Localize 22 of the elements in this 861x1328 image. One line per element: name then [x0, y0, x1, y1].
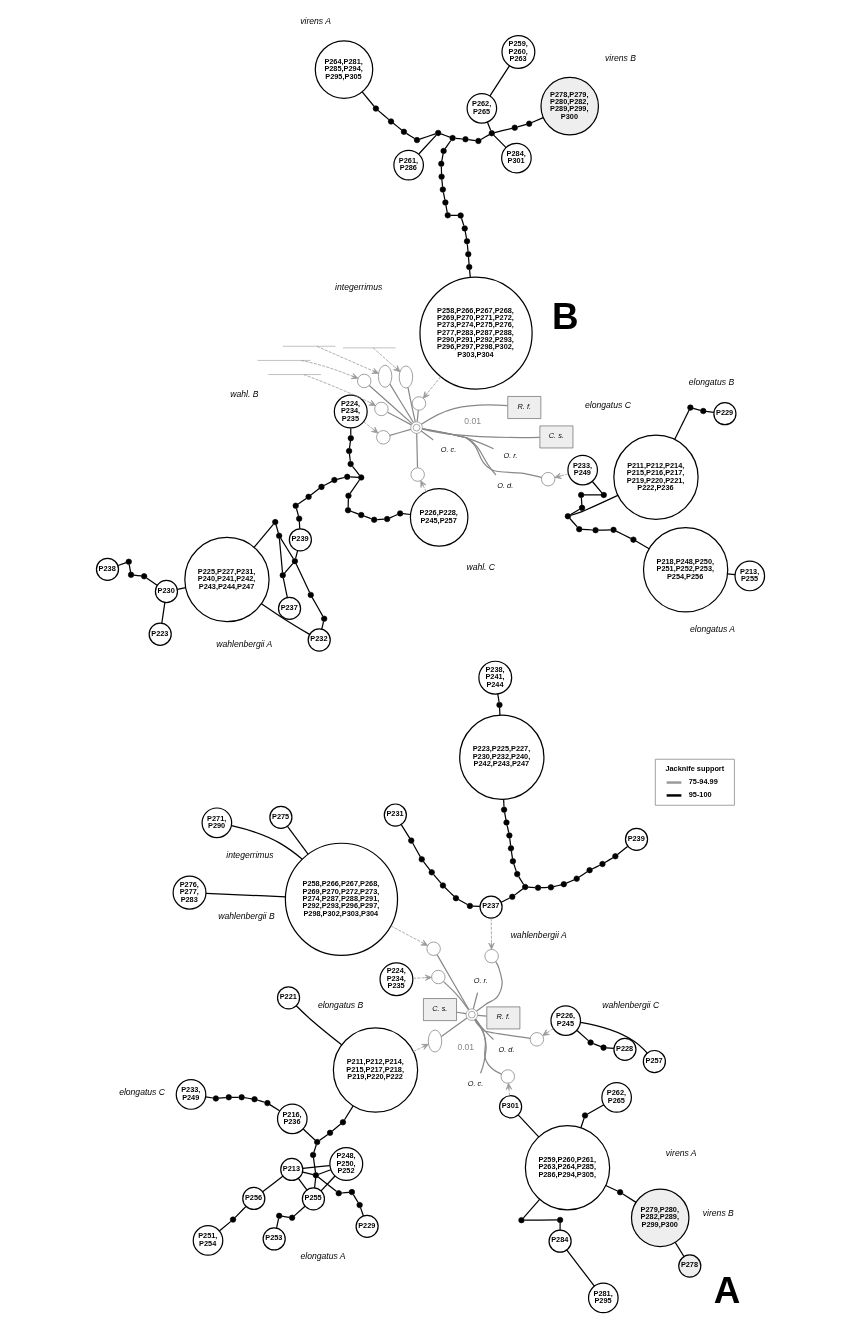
label: virens B [702, 1208, 734, 1219]
label: wahl. B [230, 389, 259, 400]
label: elongatus B [688, 376, 735, 387]
label: wahlenbergii A [216, 639, 273, 650]
label: virens A [300, 16, 331, 26]
label: 0.01 [457, 1042, 475, 1053]
label: wahlenbergii A [510, 930, 567, 941]
label: wahlenbergii C [602, 1000, 660, 1011]
label: 0.01 [464, 415, 482, 426]
label: wahl. C [466, 561, 496, 572]
label: B [551, 295, 579, 337]
label: elongatus C [585, 399, 631, 410]
label: wahlenbergii B [218, 911, 275, 922]
label: virens B [605, 52, 637, 63]
label: A [713, 1269, 741, 1311]
label: elongatus A [690, 623, 736, 634]
label: elongatus C [119, 1086, 165, 1097]
label: virens A [665, 1147, 697, 1158]
label: elongatus A [300, 1250, 346, 1261]
label: elongatus B [317, 1000, 364, 1011]
label: integerrimus [335, 282, 383, 293]
label: integerrimus [226, 849, 274, 860]
